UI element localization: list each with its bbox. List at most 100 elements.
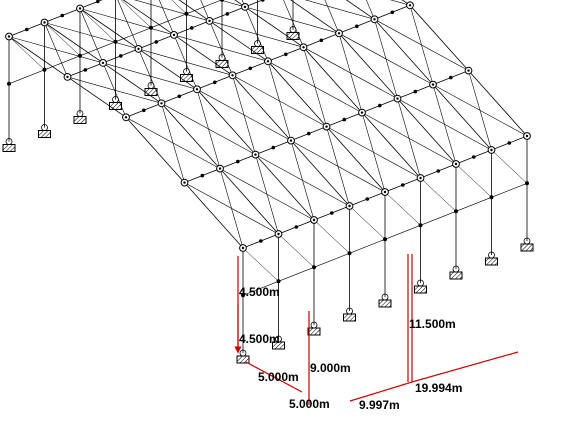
wall-brace-member bbox=[44, 22, 81, 56]
roof-brace-member bbox=[324, 0, 340, 34]
node-marker-icon bbox=[454, 162, 458, 166]
dim-line-span-width bbox=[349, 381, 413, 402]
roof-brace-member bbox=[361, 112, 457, 165]
node-marker-icon bbox=[231, 74, 234, 77]
girt-member bbox=[44, 55, 81, 71]
node-marker-icon bbox=[330, 211, 334, 215]
girt-member bbox=[242, 281, 279, 296]
node-marker-icon bbox=[449, 75, 453, 80]
rafter-member bbox=[361, 112, 421, 179]
roof-brace-member bbox=[200, 0, 210, 22]
rafter-member bbox=[67, 76, 127, 118]
node-marker-icon bbox=[419, 176, 422, 180]
node-marker-icon bbox=[241, 293, 245, 298]
fixed-support-icon bbox=[215, 60, 229, 68]
fixed-support-icon bbox=[109, 102, 122, 110]
roof-brace-member bbox=[138, 48, 233, 76]
node-marker-icon bbox=[302, 46, 305, 49]
rafter-member bbox=[161, 103, 221, 169]
node-marker-icon bbox=[401, 183, 405, 187]
wall-brace-member bbox=[420, 177, 457, 212]
node-marker-icon bbox=[154, 40, 159, 44]
rafter-member bbox=[209, 20, 269, 62]
node-marker-icon bbox=[112, 96, 119, 103]
node-marker-icon bbox=[220, 0, 224, 2]
node-marker-icon bbox=[137, 47, 140, 51]
node-marker-icon bbox=[454, 209, 458, 214]
roof-brace-member bbox=[432, 84, 528, 137]
fixed-support-icon bbox=[343, 313, 356, 322]
fixed-support-icon bbox=[307, 327, 321, 336]
girt-member bbox=[150, 13, 187, 29]
rafter-member bbox=[374, 19, 434, 85]
node-marker-icon bbox=[147, 82, 155, 89]
node-marker-icon bbox=[7, 35, 11, 38]
node-marker-icon bbox=[218, 167, 222, 170]
node-marker-icon bbox=[431, 83, 435, 86]
node-marker-icon bbox=[289, 26, 297, 33]
node-marker-icon bbox=[241, 246, 245, 250]
roof-brace-member bbox=[374, 19, 469, 71]
roof-brace-member bbox=[390, 0, 411, 6]
node-marker-icon bbox=[276, 279, 281, 284]
node-marker-icon bbox=[408, 4, 412, 7]
rafter-member bbox=[409, 5, 469, 71]
node-marker-icon bbox=[325, 125, 328, 128]
node-marker-icon bbox=[119, 54, 123, 58]
frame-members bbox=[8, 0, 528, 353]
fixed-support-icon bbox=[251, 46, 264, 54]
node-marker-icon bbox=[277, 232, 280, 236]
node-marker-icon bbox=[348, 204, 351, 208]
roof-brace-member bbox=[173, 34, 269, 62]
girt-member bbox=[8, 69, 45, 85]
roof-brace-member bbox=[366, 0, 375, 20]
node-marker-icon bbox=[41, 124, 48, 131]
node-marker-icon bbox=[284, 52, 288, 57]
node-marker-icon bbox=[184, 11, 189, 16]
girt-member bbox=[349, 239, 386, 254]
purlin-member bbox=[244, 0, 264, 8]
wall-brace-member bbox=[455, 163, 492, 198]
node-marker-icon bbox=[66, 75, 69, 79]
fixed-support-icon bbox=[236, 355, 250, 364]
roof-brace-member bbox=[8, 36, 104, 64]
roof-brace-member bbox=[267, 61, 363, 113]
dim-bay-width-front: 5.000m bbox=[258, 370, 299, 384]
girt-member bbox=[420, 211, 457, 226]
fixed-support-icon bbox=[2, 144, 16, 152]
node-marker-icon bbox=[172, 33, 176, 37]
node-marker-icon bbox=[525, 134, 529, 138]
rafter-member bbox=[397, 98, 457, 165]
node-marker-icon bbox=[436, 169, 441, 173]
fixed-support-icon bbox=[73, 116, 87, 124]
node-marker-icon bbox=[525, 181, 529, 186]
roof-brace-member bbox=[196, 89, 292, 141]
girt-member bbox=[79, 41, 116, 57]
rafter-member bbox=[290, 140, 350, 207]
node-marker-icon bbox=[342, 117, 347, 122]
node-marker-icon bbox=[78, 7, 82, 10]
node-marker-icon bbox=[523, 237, 531, 245]
wall-brace-member bbox=[8, 36, 45, 70]
node-marker-icon bbox=[190, 26, 194, 30]
node-marker-icon bbox=[43, 21, 46, 24]
girt-member bbox=[313, 253, 350, 268]
node-marker-icon bbox=[467, 69, 470, 72]
dim-total-height: 9.000m bbox=[310, 361, 351, 375]
node-marker-icon bbox=[360, 111, 364, 114]
node-marker-icon bbox=[101, 61, 105, 65]
girt-member bbox=[186, 0, 223, 15]
node-marker-icon bbox=[355, 24, 359, 29]
fixed-support-icon bbox=[286, 32, 300, 40]
roof-brace-member bbox=[219, 0, 246, 8]
roof-brace-member bbox=[44, 22, 139, 50]
node-marker-icon bbox=[183, 181, 186, 184]
rafter-member bbox=[173, 34, 233, 76]
dim-lower-height: 4.500m bbox=[239, 285, 280, 299]
node-marker-icon bbox=[489, 195, 494, 200]
roof-brace-member bbox=[290, 140, 386, 193]
node-marker-icon bbox=[488, 251, 495, 259]
node-marker-icon bbox=[142, 108, 146, 113]
